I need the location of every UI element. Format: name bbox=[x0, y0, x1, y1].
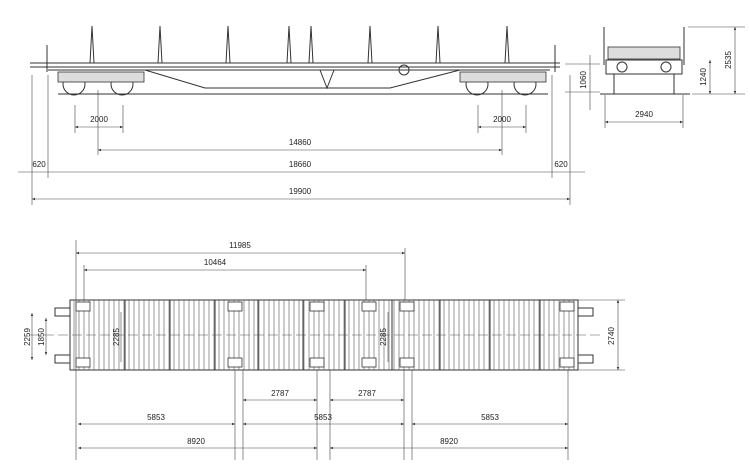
stake-pocket bbox=[227, 357, 243, 368]
dim-11985: 11985 bbox=[229, 241, 251, 250]
dim-end-deck-height: 1240 bbox=[699, 68, 708, 86]
dim-2259: 2259 bbox=[23, 328, 32, 346]
dim-5853-b: 5853 bbox=[314, 413, 332, 422]
stake-pocket bbox=[559, 301, 575, 312]
dim-1850: 1850 bbox=[37, 328, 46, 346]
dim-end-total-height: 2535 bbox=[724, 51, 733, 69]
dim-overhang-right: 620 bbox=[554, 160, 568, 169]
stake bbox=[367, 25, 373, 64]
dim-5853-c: 5853 bbox=[481, 413, 499, 422]
dim-end-width: 2940 bbox=[635, 110, 653, 119]
couplers bbox=[54, 307, 594, 364]
stake bbox=[308, 25, 314, 64]
stake-pocket bbox=[399, 357, 415, 368]
bogie-left bbox=[57, 71, 145, 96]
bogie-right bbox=[459, 71, 547, 96]
dim-bogie-right: 2000 bbox=[493, 115, 511, 124]
side-view: 2000 2000 14860 18660 620 620 19900 1060 bbox=[18, 25, 600, 205]
dim-10464: 10464 bbox=[204, 258, 227, 267]
end-view: 2940 1240 2535 bbox=[600, 26, 745, 128]
dim-overhang-left: 620 bbox=[32, 160, 46, 169]
stake-pocket bbox=[399, 301, 415, 312]
dim-deck-height: 1060 bbox=[579, 71, 588, 89]
stake-pocket bbox=[309, 301, 325, 312]
brake-wheel-icon bbox=[398, 64, 410, 76]
dim-8920-a: 8920 bbox=[187, 437, 205, 446]
stake-pocket bbox=[559, 357, 575, 368]
stake-pocket bbox=[75, 357, 91, 368]
dim-5853-a: 5853 bbox=[147, 413, 165, 422]
stake bbox=[286, 25, 292, 64]
stake-pocket bbox=[309, 357, 325, 368]
dim-frame-length: 18660 bbox=[289, 160, 312, 169]
plan-view: 11985 10464 2259 1850 2285 2285 2740 278… bbox=[23, 240, 625, 460]
dim-2787-a: 2787 bbox=[271, 389, 289, 398]
dim-bogie-centers: 14860 bbox=[289, 138, 312, 147]
stake-pockets bbox=[75, 301, 575, 368]
dim-8920-b: 8920 bbox=[440, 437, 458, 446]
dim-2787-b: 2787 bbox=[358, 389, 376, 398]
extension-lines bbox=[234, 370, 569, 460]
stake bbox=[435, 25, 441, 64]
dim-2740: 2740 bbox=[607, 327, 616, 345]
stakes bbox=[89, 25, 510, 64]
stake-pocket bbox=[361, 357, 377, 368]
stake bbox=[225, 25, 231, 64]
dim-2285-mid: 2285 bbox=[379, 328, 388, 346]
stake bbox=[157, 25, 163, 64]
stake bbox=[89, 25, 95, 64]
dim-2285-left: 2285 bbox=[112, 328, 121, 346]
stake-pocket bbox=[361, 301, 377, 312]
stake bbox=[504, 25, 510, 64]
dim-total-length: 19900 bbox=[289, 187, 312, 196]
dim-bogie-left: 2000 bbox=[90, 115, 108, 124]
stake-pocket bbox=[75, 301, 91, 312]
stake-pocket bbox=[227, 301, 243, 312]
